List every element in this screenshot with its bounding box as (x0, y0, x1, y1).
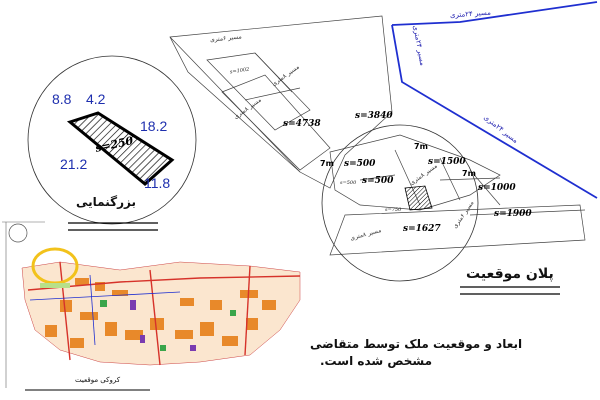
magnifier-circle (27, 55, 197, 225)
dimension-top: 4.2 (86, 91, 106, 107)
magnifier-caption: بزرگنمایی (76, 195, 136, 209)
route-line-right (391, 24, 598, 199)
dimension-right: 18.2 (140, 118, 168, 134)
route-line-top (391, 1, 598, 26)
width-label-1: 7m (320, 159, 334, 168)
subject-plot-small (404, 185, 433, 211)
parcel-area-1: s=3840 (355, 111, 393, 121)
legend-title: پلان موقعیت (466, 266, 554, 282)
dimension-top-left: 8.8 (52, 91, 72, 107)
parcel-area-11: s=750 (385, 207, 402, 213)
parcel-area-10: s=1627 (403, 224, 441, 234)
dimension-bottom: 11.8 (144, 175, 171, 191)
corner-circle (8, 223, 28, 243)
location-circle (321, 124, 479, 282)
parcel-area-7: s=500 (340, 180, 357, 186)
width-label-2: 7m (414, 142, 428, 151)
width-label-3: 7m (462, 169, 476, 178)
magnified-plot (66, 111, 175, 186)
parcel-area-6: s=500 (362, 176, 394, 186)
legend-description-line2: مشخص شده است. (320, 354, 433, 368)
locator-map-caption: کروکی موقعیت (75, 376, 121, 384)
legend-description-line1: ابعاد و موقعیت ملک توسط متقاضی (310, 337, 523, 351)
locator-map (21, 247, 301, 391)
parcel-area-4: s=1500 (428, 157, 466, 167)
parcel-area-5: s=500 (344, 159, 376, 169)
dimension-left: 21.2 (60, 156, 88, 172)
parcel-outlines (169, 15, 586, 256)
parcel-area-8: s=1000 (478, 183, 516, 193)
parcel-area-9: s=1900 (494, 209, 532, 219)
parcel-area-2: s=4738 (283, 119, 321, 129)
